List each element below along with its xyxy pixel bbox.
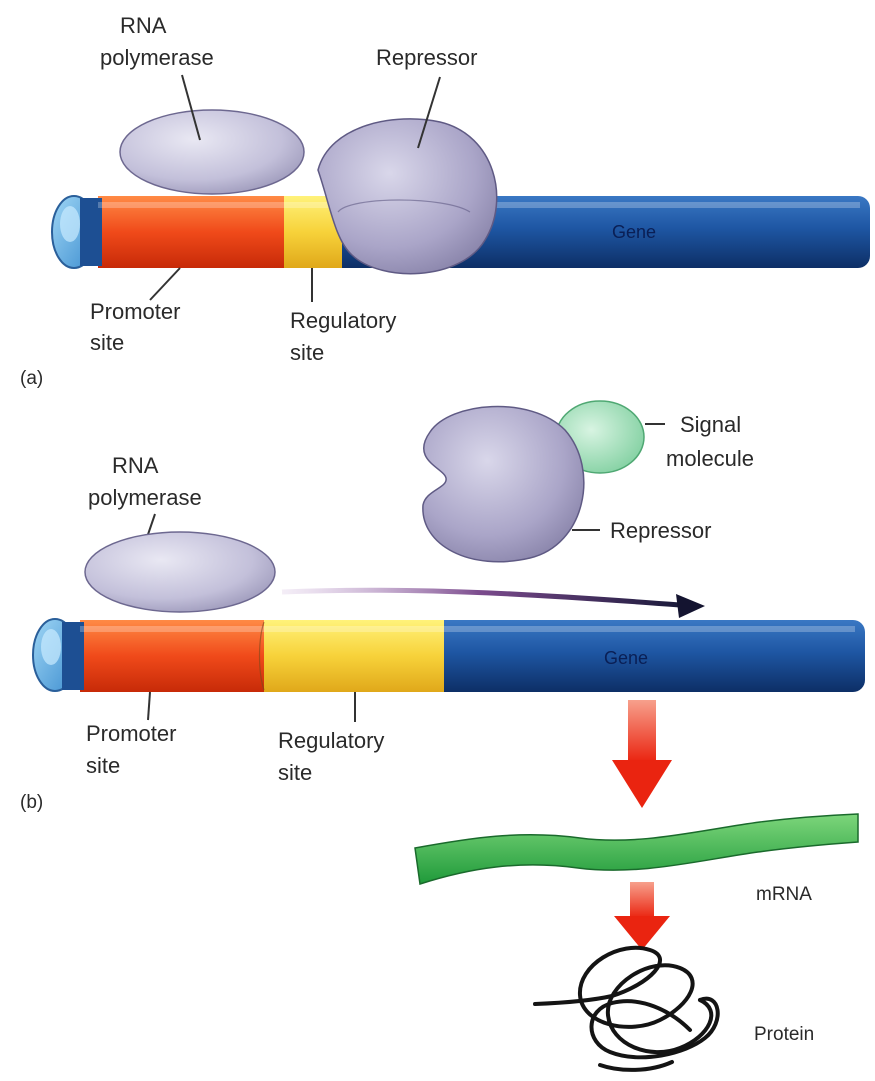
protein-label: Protein [754, 1024, 814, 1045]
promoter-leader-b [148, 692, 150, 720]
gene-label-b: Gene [604, 648, 648, 668]
signal-label-line2: molecule [666, 446, 754, 471]
rna-polymerase-label-b-line1: RNA [112, 453, 159, 478]
rna-polymerase-label-b-line2: polymerase [88, 485, 202, 510]
rna-polymerase-b [85, 532, 275, 612]
rna-polymerase-label-a-line1: RNA [120, 13, 167, 38]
promoter-label-b-line2: site [86, 753, 120, 778]
regulatory-label-b-line2: site [278, 760, 312, 785]
mrna-to-protein-arrow [614, 882, 670, 950]
repressor-label-a: Repressor [376, 45, 477, 70]
panel-b: Signal molecule Repressor RNA polymerase… [20, 401, 865, 1070]
promoter-label-a-line1: Promoter [90, 299, 180, 324]
panel-b-tag: (b) [20, 792, 43, 813]
panel-a: Gene RNA polymerase Repressor Promoter s… [20, 13, 870, 389]
gene-label-a: Gene [612, 222, 656, 242]
repressor-b [423, 407, 584, 562]
transcription-arrowhead [676, 594, 705, 618]
gene-to-mrna-arrow [612, 700, 672, 808]
promoter-label-a-line2: site [90, 330, 124, 355]
repressor-label-b: Repressor [610, 518, 711, 543]
rna-polymerase-label-a-line2: polymerase [100, 45, 214, 70]
promoter-label-b-line1: Promoter [86, 721, 176, 746]
mrna-strand [415, 814, 858, 884]
panel-a-tag: (a) [20, 368, 43, 389]
signal-label-line1: Signal [680, 412, 741, 437]
regulatory-label-b-line1: Regulatory [278, 728, 384, 753]
mrna-label: mRNA [756, 884, 812, 905]
transcription-arrow [282, 590, 680, 605]
protein-coil [535, 948, 718, 1070]
regulatory-label-a-line2: site [290, 340, 324, 365]
promoter-leader-a [150, 268, 180, 300]
dna-strand-b [33, 619, 865, 692]
regulatory-label-a-line1: Regulatory [290, 308, 396, 333]
rna-polymerase-a [120, 110, 304, 194]
